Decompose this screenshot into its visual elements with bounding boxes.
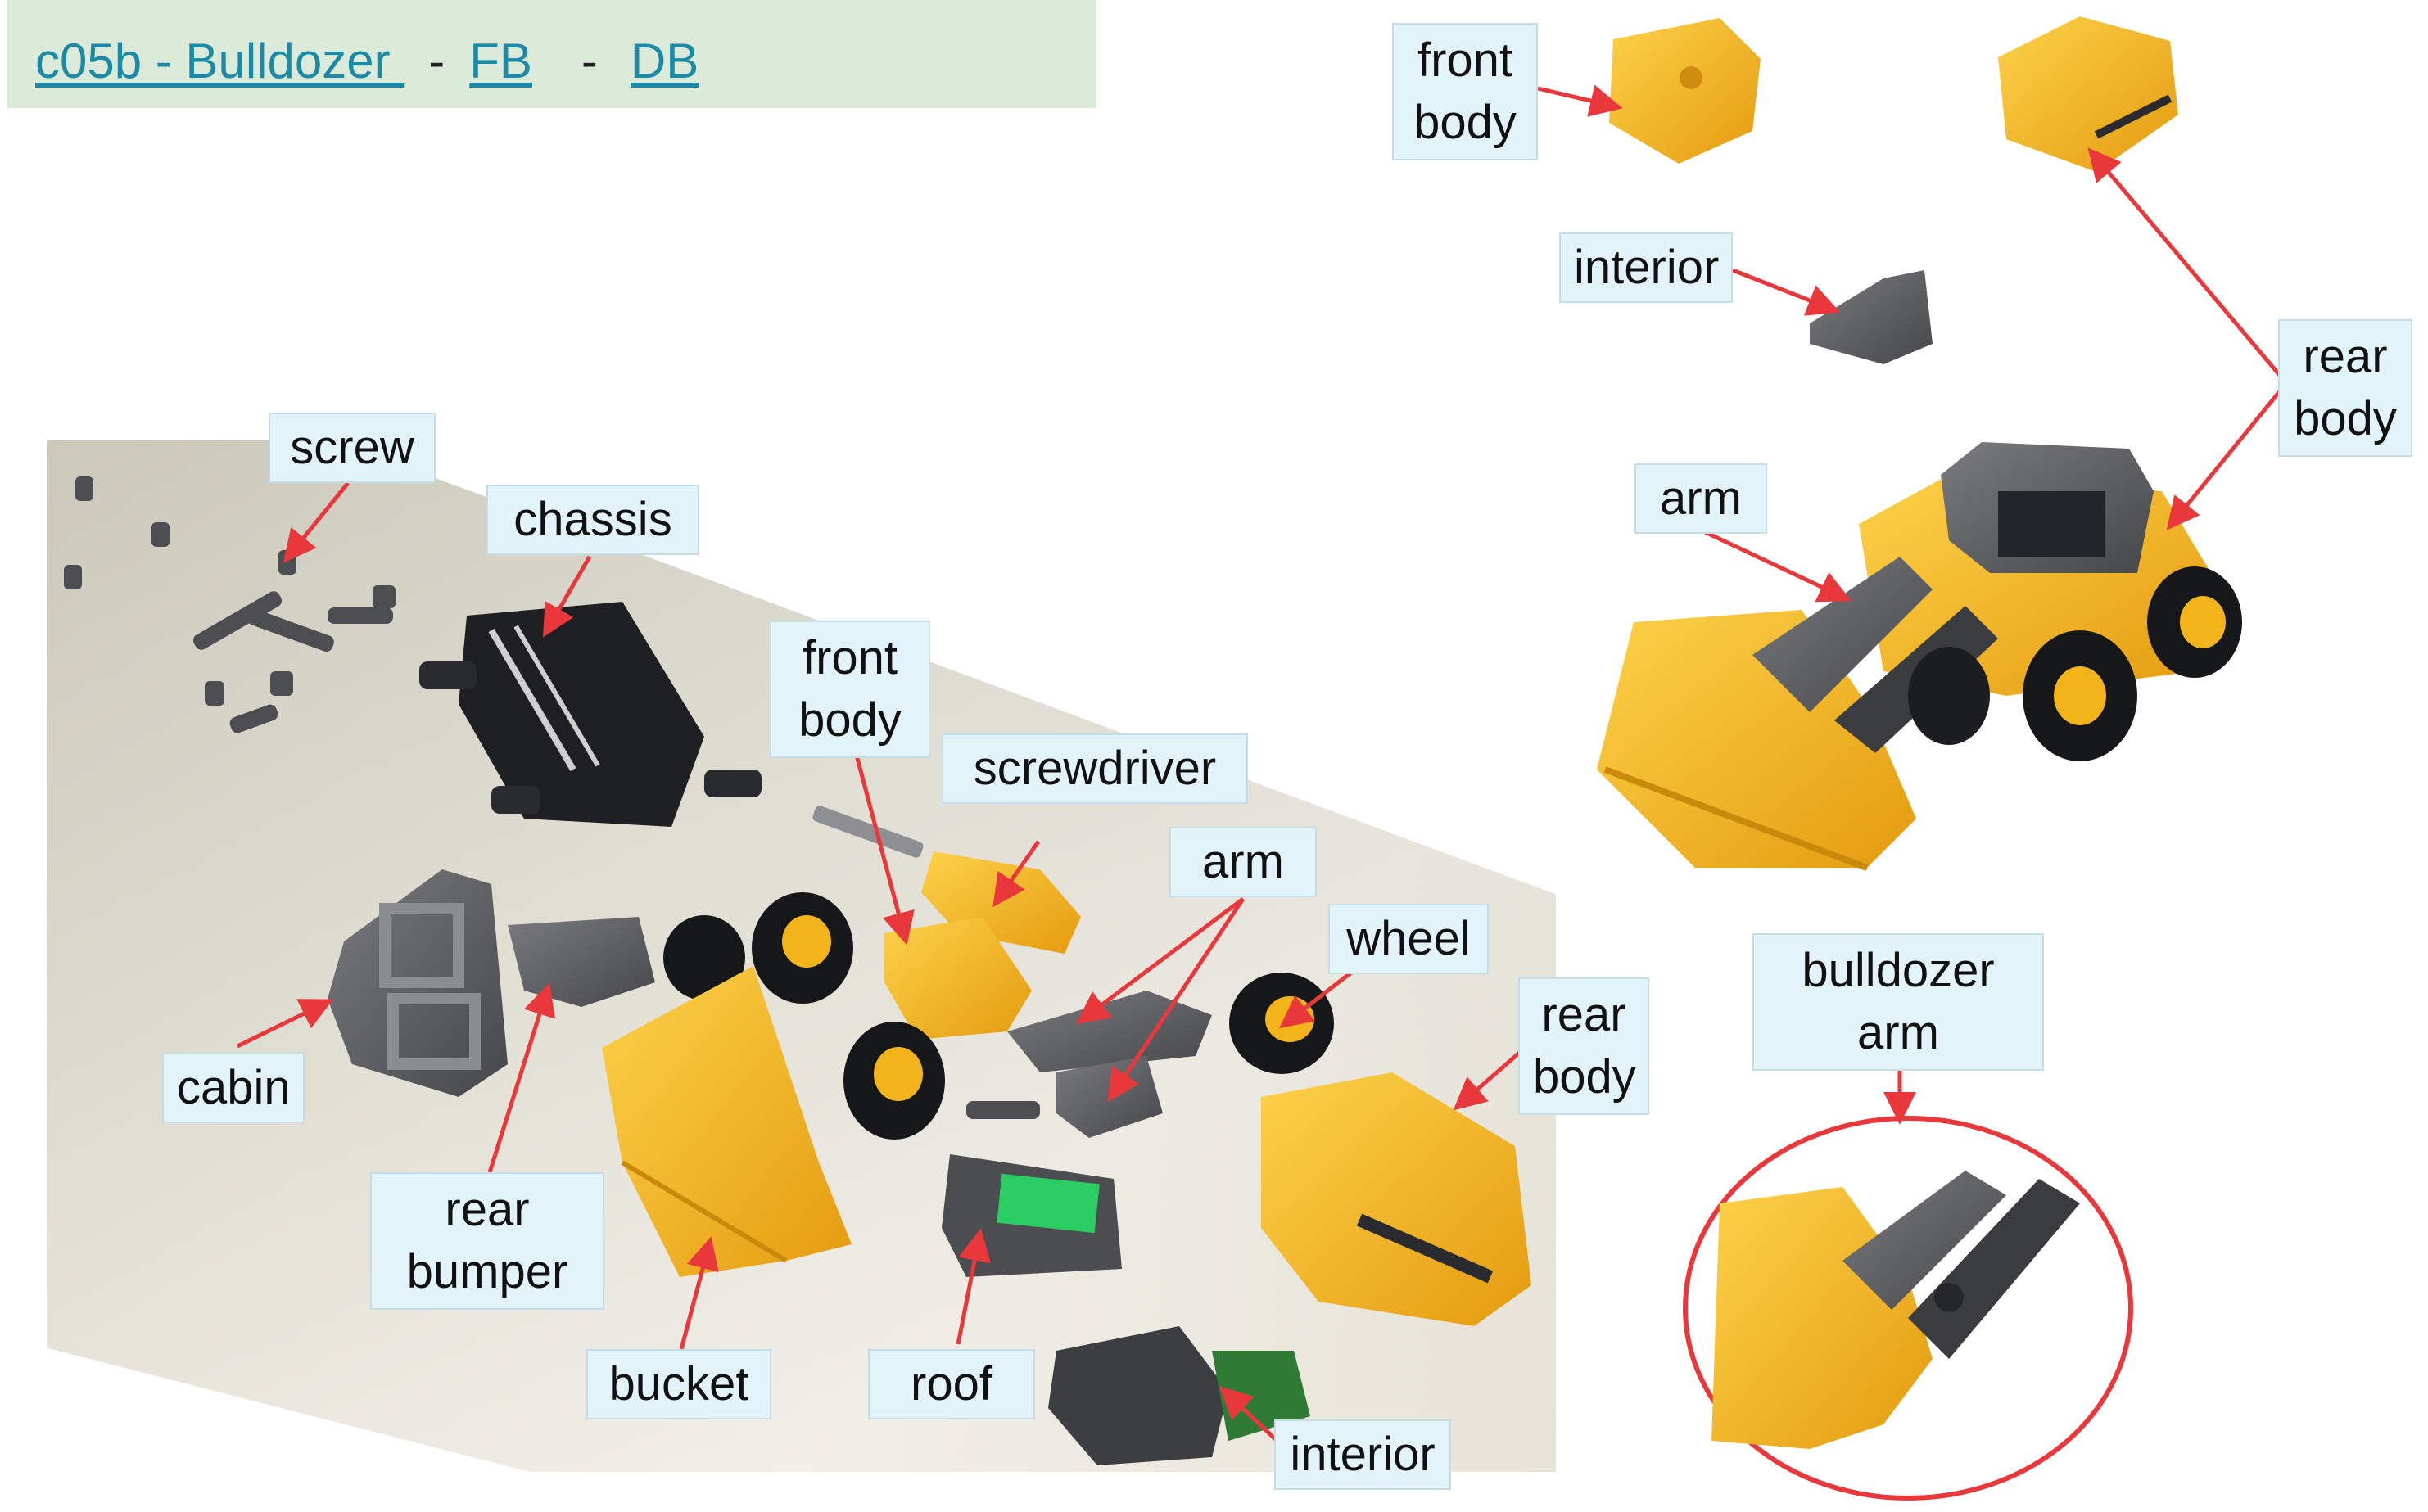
label-line: body bbox=[1533, 1050, 1636, 1104]
bucket-part bbox=[602, 966, 852, 1277]
label-screwdriver: screwdriver bbox=[942, 733, 1248, 804]
render-front-body bbox=[1609, 18, 1761, 164]
arrow-render-rear-body-1 bbox=[2087, 147, 2288, 385]
interior-part bbox=[1048, 1326, 1310, 1465]
label-render-rear-body: rear body bbox=[2278, 319, 2412, 457]
header-banner: c05b - Bulldozer -FB-DB bbox=[7, 0, 1096, 108]
label-bucket: bucket bbox=[586, 1349, 771, 1419]
label-cabin: cabin bbox=[162, 1053, 305, 1123]
label-front-body: front body bbox=[770, 621, 930, 758]
label-interior: interior bbox=[1274, 1419, 1451, 1490]
arrow-bucket bbox=[679, 1236, 719, 1350]
bulldozer-arm-detail bbox=[1683, 1116, 2133, 1501]
arrow-arm-1 bbox=[1076, 897, 1245, 1024]
arrow-render-front-body bbox=[1537, 84, 1623, 117]
label-line: rear bbox=[445, 1183, 530, 1236]
fb-link[interactable]: FB bbox=[469, 34, 532, 88]
arrow-front-body bbox=[849, 736, 915, 946]
label-bulldozer-arm: bulldozer arm bbox=[1752, 933, 2044, 1071]
front-body-part bbox=[884, 917, 1032, 1040]
header-line: c05b - Bulldozer -FB-DB bbox=[35, 31, 699, 92]
arrow-chassis bbox=[542, 555, 592, 638]
label-rear-body: rear body bbox=[1518, 977, 1649, 1115]
separator: - bbox=[581, 34, 598, 88]
callout-arrows bbox=[236, 84, 2288, 1449]
rear-bumper-part bbox=[508, 917, 655, 1007]
label-chassis: chassis bbox=[486, 485, 699, 555]
label-line: body bbox=[798, 693, 902, 747]
label-wheel: wheel bbox=[1328, 904, 1489, 974]
label-render-interior: interior bbox=[1559, 232, 1733, 303]
roof-part bbox=[942, 1154, 1122, 1277]
arrow-arm-2 bbox=[1107, 897, 1246, 1103]
label-line: body bbox=[1413, 96, 1517, 149]
title-link[interactable]: c05b - Bulldozer bbox=[35, 34, 405, 88]
label-line: front bbox=[802, 631, 898, 684]
db-link[interactable]: DB bbox=[630, 34, 699, 88]
label-render-arm: arm bbox=[1634, 463, 1767, 534]
label-arm: arm bbox=[1169, 827, 1317, 897]
label-line: arm bbox=[1857, 1006, 1939, 1059]
arrow-render-interior bbox=[1732, 268, 1841, 316]
arrow-rear-bumper bbox=[487, 982, 556, 1173]
arrow-wheel bbox=[1279, 971, 1353, 1029]
rear-body-part bbox=[1261, 1072, 1531, 1326]
render-bulldozer bbox=[1597, 442, 2242, 871]
label-roof: roof bbox=[868, 1349, 1035, 1419]
separator: - bbox=[428, 34, 445, 88]
label-line: rear bbox=[2303, 330, 2388, 383]
arrow-screwdriver bbox=[992, 840, 1041, 908]
render-interior bbox=[1810, 270, 1933, 364]
arrow-screw bbox=[283, 481, 350, 563]
arrow-cabin bbox=[236, 999, 333, 1049]
label-screw: screw bbox=[269, 413, 436, 483]
arrow-roof bbox=[956, 1228, 991, 1345]
arrow-rear-body bbox=[1453, 1048, 1525, 1111]
label-line: front bbox=[1417, 34, 1513, 87]
arrow-render-arm bbox=[1700, 528, 1852, 603]
label-line: rear bbox=[1541, 988, 1626, 1041]
label-line: bulldozer bbox=[1802, 944, 1995, 997]
label-line: body bbox=[2294, 392, 2397, 445]
label-render-front-body: front body bbox=[1392, 23, 1538, 160]
label-rear-bumper: rear bumper bbox=[370, 1172, 604, 1310]
screws-group bbox=[64, 476, 396, 733]
label-line: bumper bbox=[406, 1245, 568, 1298]
cabin-part bbox=[328, 869, 508, 1097]
arrow-render-rear-body-2 bbox=[2166, 381, 2288, 530]
chassis-part bbox=[419, 602, 762, 827]
render-rear-body bbox=[1998, 16, 2178, 172]
